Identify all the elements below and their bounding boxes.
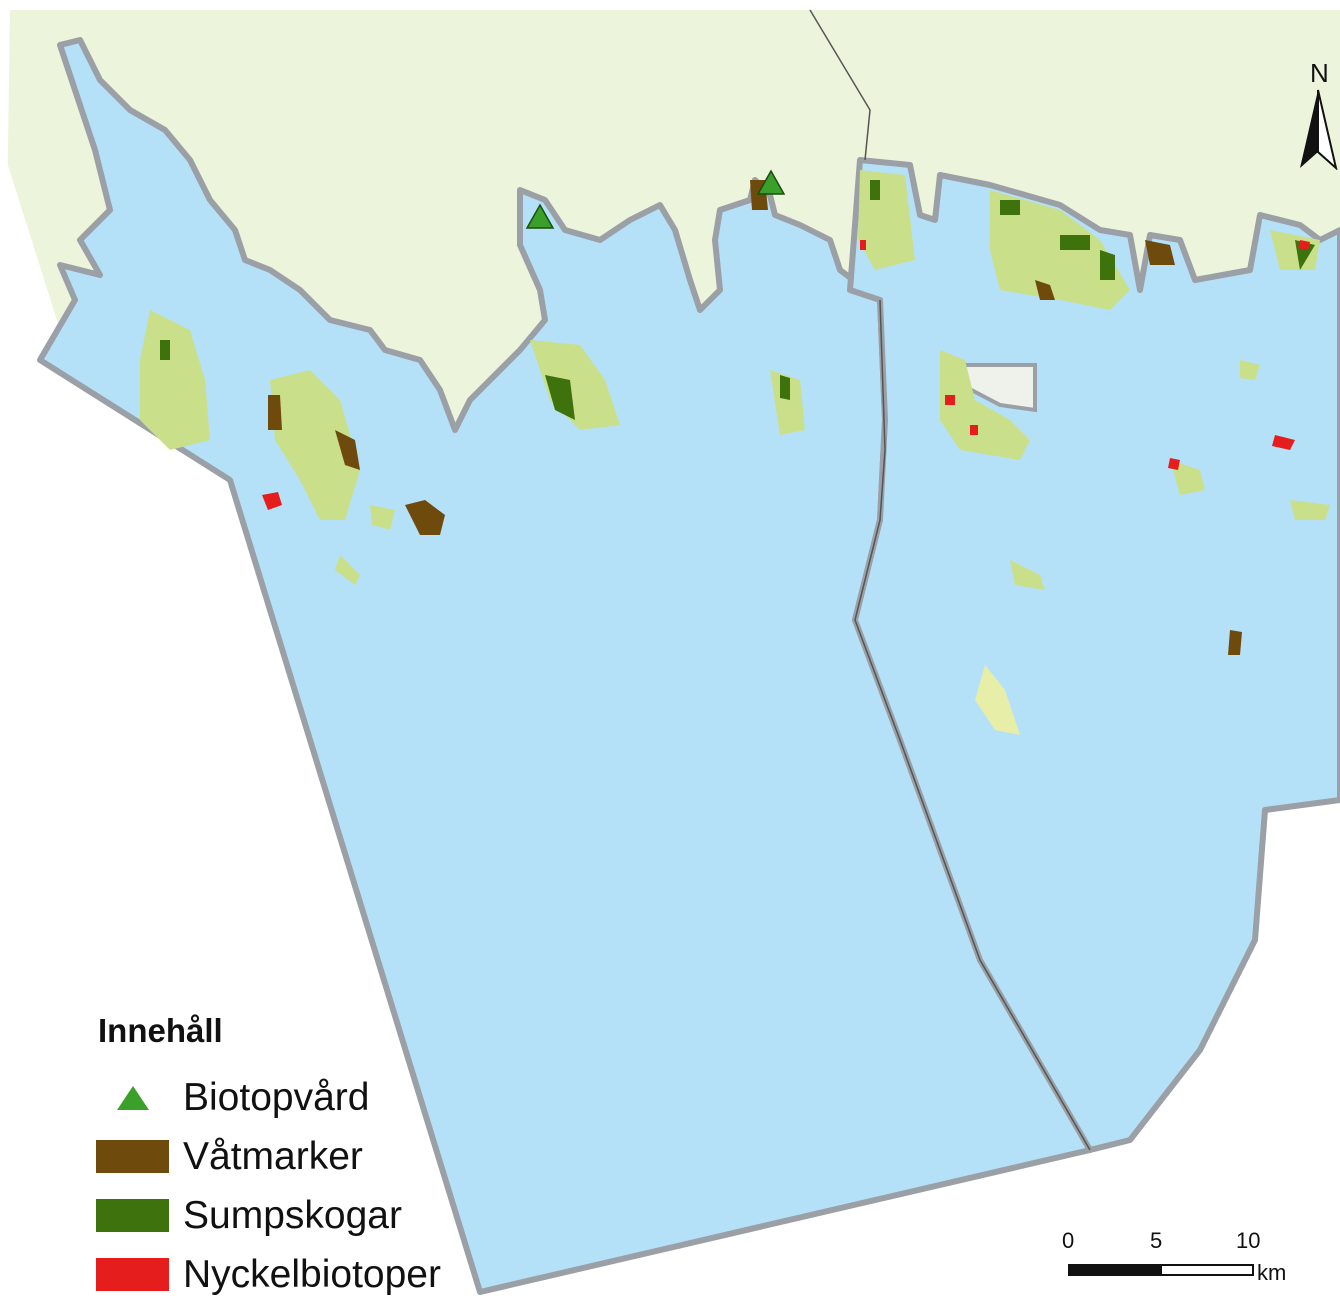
legend-swatch <box>96 1140 169 1173</box>
legend-item-nyckelbiotoper: Nyckelbiotoper <box>96 1245 516 1304</box>
swamp-forest-areas <box>160 180 1315 420</box>
scale-unit: km <box>1257 1260 1287 1285</box>
legend-swatch <box>96 1199 169 1232</box>
scale-bar-graphic <box>1068 1264 1254 1276</box>
legend-label: Våtmarker <box>183 1134 363 1178</box>
legend-item-sumpskogar: Sumpskogar <box>96 1186 516 1245</box>
triangle-icon <box>96 1081 169 1114</box>
scale-tick-5: 5 <box>1150 1228 1163 1253</box>
biotopvard-marker <box>525 203 555 229</box>
scale-tick-0: 0 <box>1062 1228 1075 1253</box>
scale-tick-10: 10 <box>1236 1228 1261 1253</box>
wetland-areas <box>268 180 1242 655</box>
legend-item-vatmarker: Våtmarker <box>96 1127 516 1186</box>
scale-bar: 0 5 10 km <box>1060 1228 1320 1288</box>
legend-swatch <box>96 1258 169 1291</box>
legend-label: Biotopvård <box>183 1075 370 1119</box>
land-area-west <box>0 140 480 1297</box>
legend: Innehåll Biotopvård Våtmarker Sumpskogar… <box>96 1012 516 1304</box>
biotopvard-marker <box>756 169 786 195</box>
legend-title: Innehåll <box>98 1012 223 1049</box>
region-divider-south <box>854 449 1091 1151</box>
north-arrow-icon <box>1300 89 1338 170</box>
region-divider <box>879 299 886 451</box>
legend-label: Nyckelbiotoper <box>183 1252 441 1296</box>
region-divider-north <box>809 9 871 161</box>
legend-label: Sumpskogar <box>183 1193 402 1237</box>
north-arrow-label: N <box>1310 58 1329 88</box>
legend-item-biotopvard: Biotopvård <box>96 1068 516 1127</box>
key-biotope-areas <box>262 240 1310 510</box>
water-region-west <box>37 37 1093 1295</box>
